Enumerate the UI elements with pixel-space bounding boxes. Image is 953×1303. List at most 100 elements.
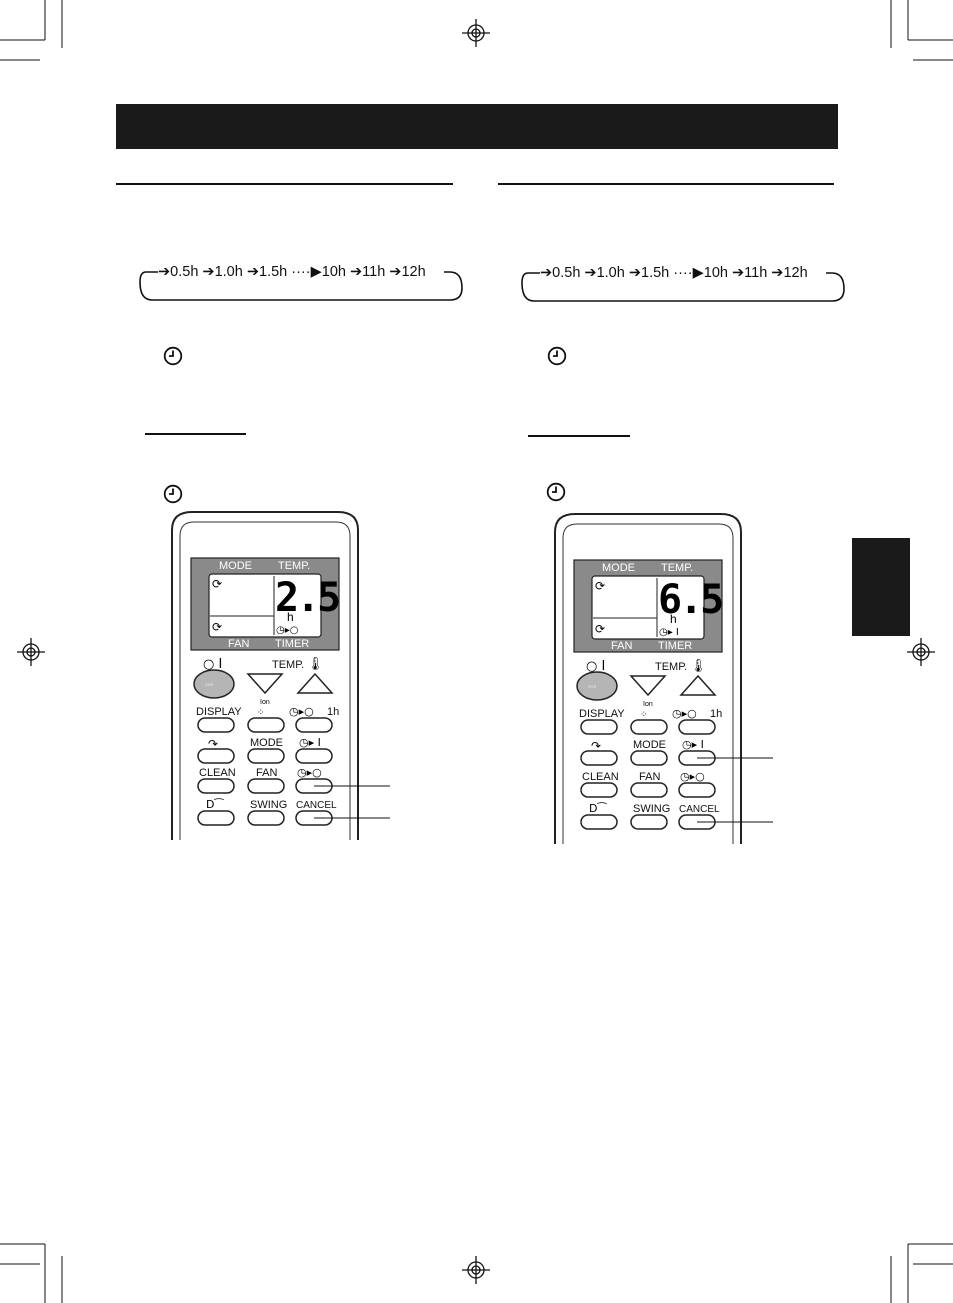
louver-button[interactable] — [580, 814, 618, 830]
svg-text:◦◦◦: ◦◦◦ — [205, 680, 214, 689]
powerful-button[interactable] — [580, 750, 618, 766]
louver-button[interactable] — [197, 810, 235, 826]
lcd-mode-label: MODE — [219, 560, 252, 572]
seq-item: 1.0h — [214, 264, 243, 280]
ion-label: Ion — [643, 701, 653, 708]
clean-button[interactable] — [197, 778, 235, 794]
lcd-fan-icon: ⟳ — [212, 620, 222, 634]
fan-button-label: FAN — [256, 767, 277, 779]
lcd-mode-icon: ⟳ — [212, 577, 222, 591]
seq-item: 0.5h — [552, 265, 581, 281]
mode-button[interactable] — [247, 748, 285, 764]
section-rule-right — [498, 183, 834, 185]
lcd-timer-on-icon: ◷▸ I — [659, 627, 679, 638]
lcd-timer-off-icon: ◷▸○ — [276, 625, 298, 636]
ellipsis-icon: ···· — [673, 265, 693, 281]
clean-button-label: CLEAN — [582, 771, 619, 783]
lcd-fan-icon: ⟳ — [595, 622, 605, 636]
seq-item: 12h — [783, 265, 808, 281]
arrow-icon: ➔ — [349, 264, 363, 280]
timer-sequence-loop-right — [521, 272, 845, 302]
seq-item: 1.5h — [641, 265, 670, 281]
display-button[interactable] — [580, 719, 618, 735]
registration-mark-right — [907, 638, 935, 666]
temp-down-button[interactable] — [246, 673, 284, 695]
mode-button-label: MODE — [250, 737, 283, 749]
swing-button-label: SWING — [633, 803, 670, 815]
temp-up-button[interactable] — [679, 674, 717, 696]
lcd-fan-label: FAN — [611, 640, 632, 652]
seq-item: 1.5h — [259, 264, 288, 280]
arrow-icon: ➔ — [246, 264, 259, 280]
lcd-timer-label: TIMER — [275, 638, 309, 650]
registration-mark-top — [462, 19, 490, 47]
timer-off-button[interactable] — [678, 782, 716, 798]
power-button[interactable] — [576, 671, 618, 701]
lcd-timer-value: 6.5 — [658, 577, 722, 623]
timer-on-icon: ◷▸ I — [682, 738, 704, 751]
seq-item: 10h — [703, 265, 728, 281]
temp-button-label: TEMP. — [655, 661, 687, 673]
sharp-drops-icon: ⁘ — [640, 710, 648, 720]
thermometer-icon: 🌡 — [307, 656, 324, 672]
powerful-icon: ↷ — [208, 737, 218, 751]
powerful-icon: ↷ — [591, 739, 601, 753]
timer-on-icon: ◷▸ I — [299, 736, 321, 749]
clean-button[interactable] — [580, 782, 618, 798]
swing-button[interactable] — [247, 810, 285, 826]
arrow-icon: ▶ — [692, 265, 704, 281]
side-tab — [852, 538, 910, 636]
mode-button[interactable] — [630, 750, 668, 766]
display-button[interactable] — [197, 717, 235, 733]
lcd-hour-unit: h — [670, 612, 677, 626]
arrow-icon: ➔ — [389, 264, 402, 280]
arrow-icon: ➔ — [540, 265, 553, 281]
lcd-fan-label: FAN — [228, 638, 249, 650]
lcd-mode-icon: ⟳ — [595, 579, 605, 593]
remote-control-left: MODE TEMP. FAN TIMER ⟳ ⟳ 2.5 h ◷▸○ ○ I T… — [168, 508, 398, 840]
timer-off-1h-icon: ◷▸○ — [672, 707, 697, 720]
lcd-timer-label: TIMER — [658, 640, 692, 652]
swing-button-label: SWING — [250, 799, 287, 811]
ion-label: Ion — [260, 699, 270, 706]
powerful-button[interactable] — [197, 748, 235, 764]
one-hour-off-button[interactable] — [678, 719, 716, 735]
timer-off-1h-icon: ◷▸○ — [289, 705, 314, 718]
registration-mark-bottom — [462, 1256, 490, 1284]
swing-button[interactable] — [630, 814, 668, 830]
short-underline-right — [528, 435, 630, 437]
mode-button-label: MODE — [633, 739, 666, 751]
power-button[interactable] — [193, 669, 235, 699]
seq-item: 12h — [401, 264, 426, 280]
lcd-temp-label: TEMP. — [278, 560, 310, 572]
seq-item: 1.0h — [596, 265, 625, 281]
one-hour-off-button[interactable] — [295, 717, 333, 733]
seq-item: 0.5h — [170, 264, 199, 280]
one-hour-label: 1h — [327, 706, 339, 718]
lcd-hour-unit: h — [287, 610, 294, 624]
cancel-button-label: CANCEL — [679, 804, 720, 815]
lcd-temp-label: TEMP. — [661, 562, 693, 574]
display-button-label: DISPLAY — [196, 706, 242, 718]
fan-button-label: FAN — [639, 771, 660, 783]
timer-on-button[interactable] — [295, 748, 333, 764]
temp-button-label: TEMP. — [272, 659, 304, 671]
plasmacluster-button[interactable] — [247, 717, 285, 733]
temp-up-button[interactable] — [296, 672, 334, 694]
section-rule-left — [116, 183, 453, 185]
timer-sequence-loop-left — [139, 271, 463, 301]
clock-icon — [547, 346, 567, 366]
temp-down-button[interactable] — [629, 675, 667, 697]
power-icon: ○ I — [586, 659, 605, 674]
seq-item: 11h — [744, 265, 768, 281]
fan-button[interactable] — [630, 782, 668, 798]
plasmacluster-button[interactable] — [630, 719, 668, 735]
timer-off-icon: ◷▸○ — [680, 770, 705, 783]
section-header-bar — [116, 104, 838, 149]
swing-vertical-icon: D⁀ — [589, 802, 607, 815]
fan-button[interactable] — [247, 778, 285, 794]
arrow-icon: ➔ — [731, 265, 745, 281]
display-button-label: DISPLAY — [579, 708, 625, 720]
ellipsis-icon: ···· — [291, 264, 311, 280]
svg-text:◦◦◦: ◦◦◦ — [588, 682, 597, 691]
